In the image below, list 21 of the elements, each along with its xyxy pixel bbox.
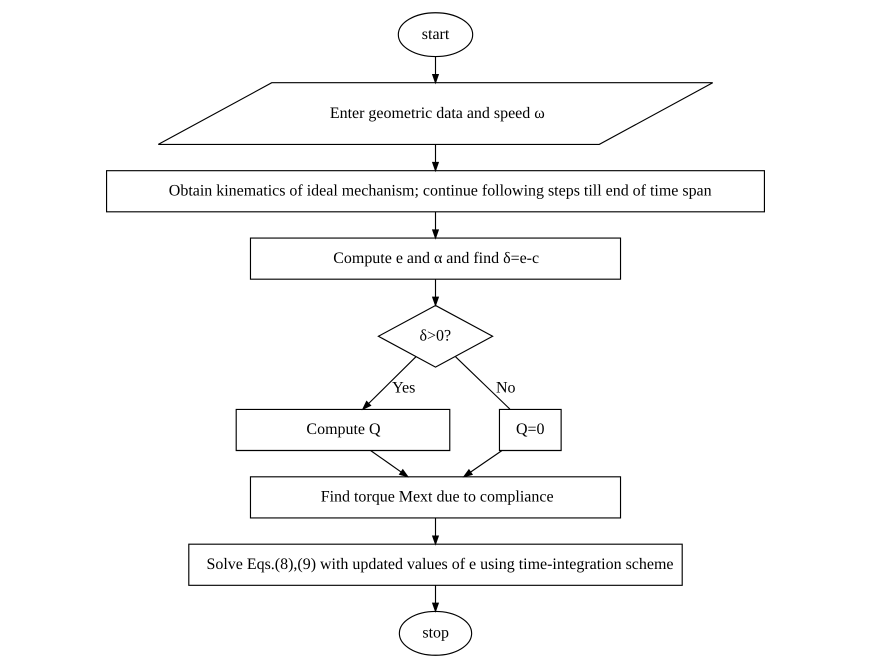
arrow [432, 280, 440, 307]
node-diamond: δ>0? [377, 304, 494, 368]
arrow [432, 144, 440, 172]
connector [455, 356, 510, 410]
arrow [462, 450, 502, 478]
edge-label: No [496, 379, 516, 396]
arrow [432, 518, 440, 546]
arrow [362, 356, 416, 410]
node-box: Obtain kinematics of ideal mechanism; continue following steps till end of time span [106, 170, 765, 212]
arrow [432, 56, 440, 84]
edge-label: Yes [392, 379, 416, 396]
node-box: Compute e and α and find δ=e-c [250, 238, 622, 280]
node-ellipse: start [398, 12, 474, 58]
node-box: Solve Eqs.(8),(9) with updated values of e using time-integration scheme [188, 544, 683, 586]
arrow [370, 450, 410, 478]
node-ellipse: stop [398, 610, 472, 656]
arrow [432, 212, 440, 240]
node-box: Find torque Mext due to compliance [250, 476, 622, 518]
node-box: Compute Q [236, 408, 450, 452]
node-box: Q=0 [498, 408, 562, 452]
arrow [432, 585, 440, 613]
